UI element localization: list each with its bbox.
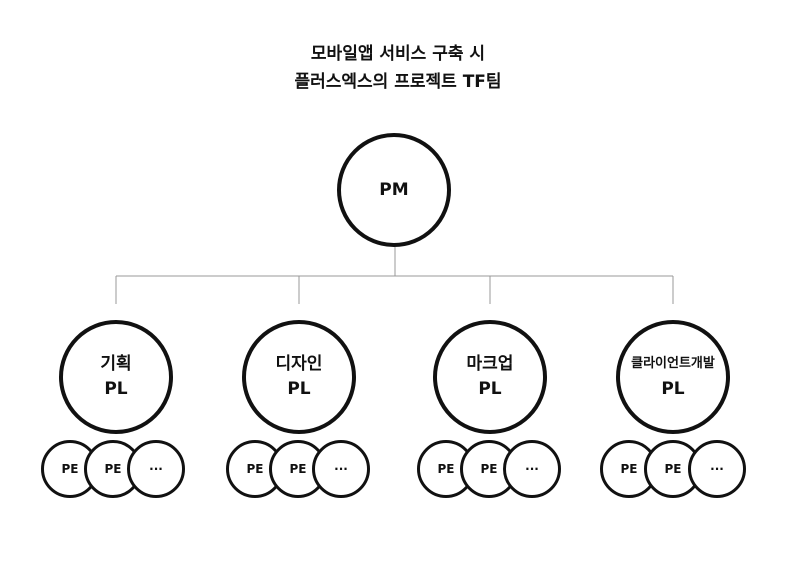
more-node: ··· xyxy=(688,440,746,498)
more-label: ··· xyxy=(710,462,724,476)
pl-node-client-dev: 클라이언트개발 PL xyxy=(616,320,730,434)
pe-label: PE xyxy=(437,462,455,476)
pe-label: PE xyxy=(480,462,498,476)
pe-label: PE xyxy=(620,462,638,476)
pe-label: PE xyxy=(664,462,682,476)
team-role: PL xyxy=(287,379,311,399)
team-name: 클라이언트개발 xyxy=(631,356,715,371)
pl-node-planning: 기획 PL xyxy=(59,320,173,434)
more-node: ··· xyxy=(503,440,561,498)
more-node: ··· xyxy=(127,440,185,498)
more-label: ··· xyxy=(334,462,348,476)
pl-node-markup: 마크업 PL xyxy=(433,320,547,434)
pe-label: PE xyxy=(289,462,307,476)
more-label: ··· xyxy=(525,462,539,476)
team-role: PL xyxy=(104,379,128,399)
pe-node: PE xyxy=(417,440,475,498)
team-role: PL xyxy=(661,379,685,399)
pe-label: PE xyxy=(61,462,79,476)
team-name: 디자인 xyxy=(275,354,323,374)
pe-label: PE xyxy=(246,462,264,476)
more-node: ··· xyxy=(312,440,370,498)
team-name: 마크업 xyxy=(466,354,514,374)
diagram-title-line2: 플러스엑스의 프로젝트 TF팀 xyxy=(294,72,502,92)
pe-label: PE xyxy=(104,462,122,476)
pm-label: PM xyxy=(379,180,409,200)
team-role: PL xyxy=(478,379,502,399)
team-name: 기획 xyxy=(100,354,132,374)
pm-node: PM xyxy=(337,133,451,247)
pl-node-design: 디자인 PL xyxy=(242,320,356,434)
diagram-title-line1: 모바일앱 서비스 구축 시 xyxy=(310,44,486,64)
more-label: ··· xyxy=(149,462,163,476)
